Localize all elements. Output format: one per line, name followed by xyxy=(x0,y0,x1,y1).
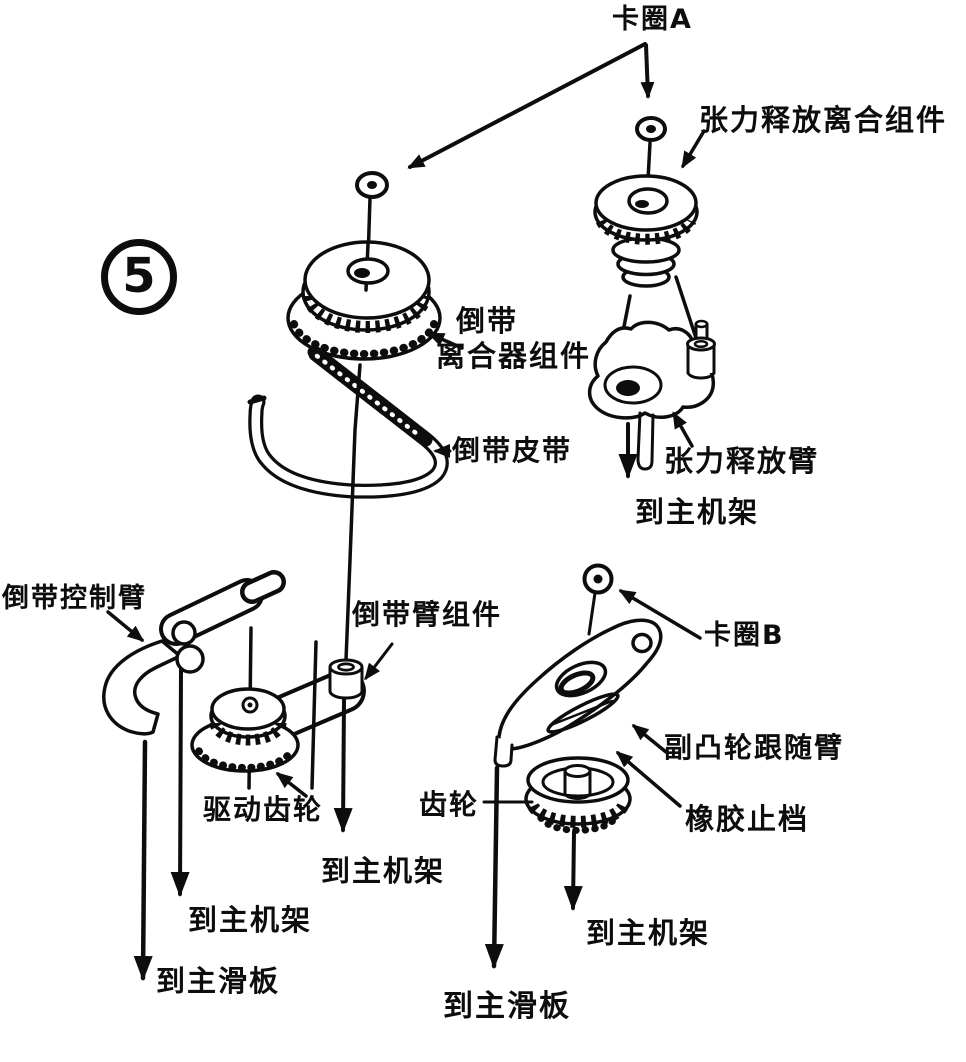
label-tension-release-clutch-assembly: 张力释放离合组件 xyxy=(699,103,948,137)
label-rewind-arm-assembly: 倒带臂组件 xyxy=(352,598,503,631)
label-to-main-slide-cam-arm: 到主滑板 xyxy=(443,989,571,1024)
rewind-clutch-drawing xyxy=(286,240,442,361)
retaining-ring-b-leader xyxy=(618,589,702,640)
rewind-belt-drawing xyxy=(247,345,449,499)
label-to-main-chassis-rewind-arm: 到主机架 xyxy=(321,854,446,888)
right-shaft xyxy=(646,141,652,182)
label-to-main-chassis-cam-gear: 到主机架 xyxy=(586,916,711,950)
label-retaining-ring-b: 卡圈B xyxy=(704,620,785,651)
rewind-clutch-leader xyxy=(427,332,464,350)
rewind-control-arm-drawing xyxy=(102,570,286,736)
to-main-chassis-arrow-control-arm xyxy=(170,668,190,897)
sub-cam-follower-arm-leader xyxy=(631,724,668,754)
label-gear: 齿轮 xyxy=(419,788,480,821)
to-main-slide-arrow-control-arm xyxy=(133,739,153,981)
retaining-ring-a-leaders xyxy=(407,42,655,169)
to-main-slide-arrow-cam-arm xyxy=(484,765,504,969)
washer-left xyxy=(355,171,389,199)
rubber-stop-leader xyxy=(615,751,682,808)
washer-b xyxy=(582,563,614,636)
label-rubber-stop: 橡胶止档 xyxy=(685,802,810,836)
figure-number-badge: 5 xyxy=(101,239,177,315)
to-main-chassis-arrow-cam-gear xyxy=(563,830,583,911)
label-drive-gear: 驱动齿轮 xyxy=(203,793,324,826)
rewind-control-arm-leader xyxy=(106,610,145,642)
label-sub-cam-follower-arm: 副凸轮跟随臂 xyxy=(664,731,845,764)
drive-gear-leader xyxy=(275,772,308,798)
rewind-arm-assembly-leader xyxy=(364,642,394,681)
label-tension-release-arm: 张力释放臂 xyxy=(664,444,820,478)
tension-release-clutch-drawing xyxy=(593,174,699,354)
center-shaft-lower xyxy=(344,363,362,662)
sub-cam-follower-arm-drawing xyxy=(493,618,663,768)
rewind-arm-assembly-drawing xyxy=(190,626,366,790)
to-main-chassis-arrow-rewind-arm xyxy=(333,698,353,833)
washer-right xyxy=(635,116,667,142)
label-to-main-slide-control-arm: 到主滑板 xyxy=(156,964,281,998)
tension-release-arm-leader xyxy=(672,411,694,448)
tension-release-clutch-leader xyxy=(681,129,706,169)
tension-release-arm-drawing xyxy=(587,319,716,471)
label-to-main-chassis-tension-arm: 到主机架 xyxy=(635,495,760,529)
cam-gear-drawing xyxy=(524,756,632,834)
label-retaining-ring-a: 卡圈A xyxy=(612,4,693,35)
label-rewind-control-arm: 倒带控制臂 xyxy=(2,583,147,614)
label-rewind-belt: 倒带皮带 xyxy=(452,434,573,467)
label-rewind-clutch-line2: 离合器组件 xyxy=(436,339,592,373)
label-rewind-clutch-line1: 倒带 xyxy=(456,304,519,338)
label-to-main-chassis-control-arm: 到主机架 xyxy=(188,903,313,937)
